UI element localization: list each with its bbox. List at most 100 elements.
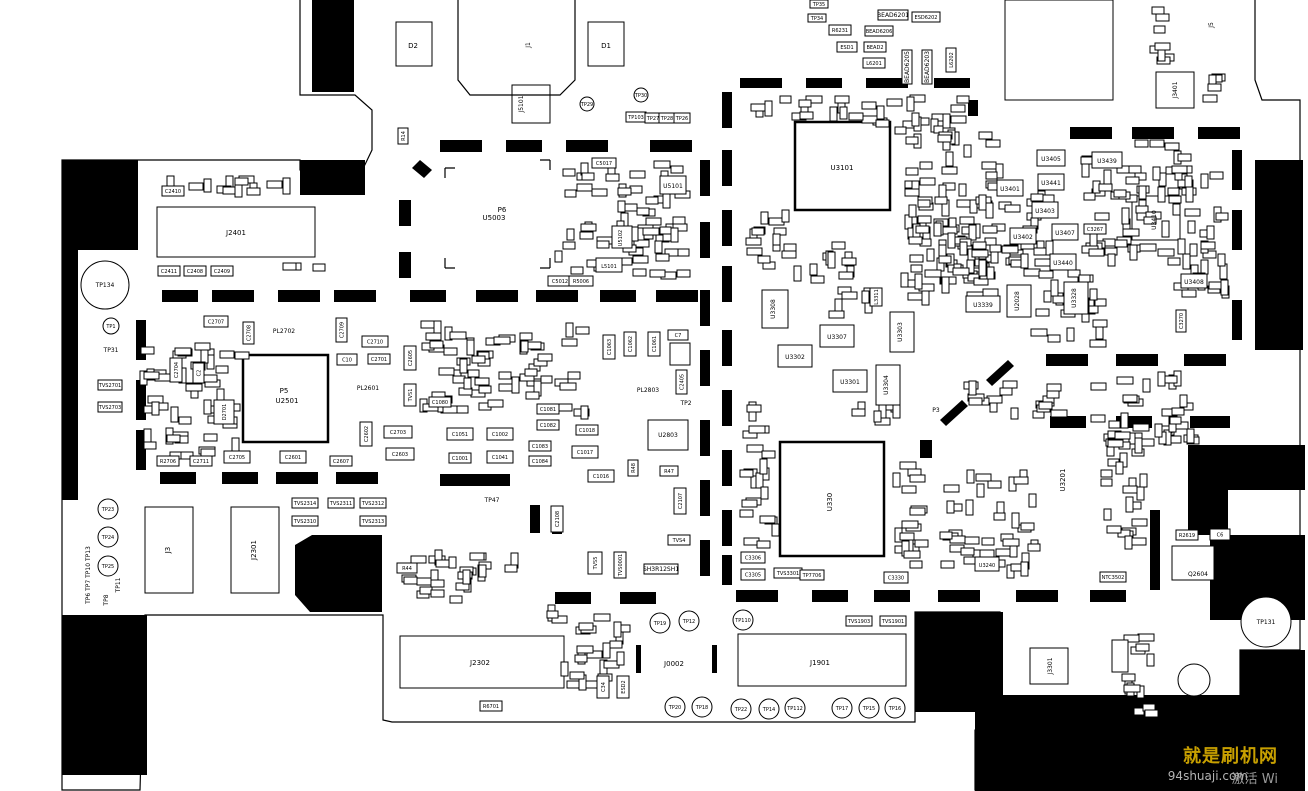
j3301-label: J3301 <box>1047 657 1054 675</box>
j1901-label: J1901 <box>809 659 830 667</box>
u2803-label: U2803 <box>658 432 678 439</box>
bead6205-label: BEAD6205 <box>904 51 911 83</box>
tvs2701-label: TVS2701 <box>98 383 121 389</box>
c1080-label: C1080 <box>432 400 448 406</box>
u5101-label: U5101 <box>663 183 683 190</box>
tp8-label: TP8 <box>103 594 110 606</box>
c2-component: C2 <box>192 362 205 384</box>
tp15-label: TP15 <box>862 706 875 712</box>
c1002-component: C1002 <box>486 427 514 441</box>
esd1-component: ESD1 <box>836 41 858 53</box>
u3410-label: U3410 <box>1151 210 1158 230</box>
c2607-label: C2607 <box>333 459 349 465</box>
r5006-component: R5006 <box>568 275 594 287</box>
tvs2313-component: TVS2313 <box>359 515 387 527</box>
r6231-component: R6231 <box>828 24 852 36</box>
u330-chip <box>778 440 886 558</box>
u3302-label: U3302 <box>785 354 805 361</box>
c2703-label: C2703 <box>390 430 406 436</box>
p3-label: P3 <box>932 407 940 414</box>
u3408-label: U3408 <box>1184 279 1204 286</box>
tvs2703-label: TVS2703 <box>98 405 121 411</box>
tvs1903-label: TVS1903 <box>847 619 870 625</box>
tvs2311-component: TVS2311 <box>327 497 355 509</box>
d2701-label: D2701 <box>222 404 228 421</box>
u3101-chip <box>793 120 892 212</box>
u330-label: U330 <box>826 493 834 511</box>
tp134-label: TP134 <box>95 282 115 289</box>
tvs1903-component: TVS1903 <box>845 615 873 627</box>
ntc3502-label: NTC3502 <box>1102 575 1125 581</box>
c3270-label: C3270 <box>1179 313 1185 329</box>
u3240-label: U3240 <box>979 563 995 569</box>
u3339-label: U3339 <box>973 302 993 309</box>
tvs1901-component: TVS1901 <box>879 615 907 627</box>
c2107-component: C2107 <box>673 487 687 515</box>
c1061-label: C1061 <box>652 336 658 352</box>
watermark-sub: 激活 Wi <box>1231 772 1278 787</box>
r2619-component: R2619 <box>1175 529 1199 541</box>
tp110-label: TP110 <box>734 618 751 624</box>
bead6206-component: BEAD6206 <box>864 25 894 37</box>
tvs3301-label: TVS3301 <box>776 571 799 577</box>
tvs0001-component: TVS0001 <box>613 551 627 579</box>
u3401-label: U3401 <box>1000 186 1020 193</box>
c2605-label: C2605 <box>408 350 414 366</box>
tp14-label: TP14 <box>762 707 775 713</box>
boxed-ic-labels: U3307 U3301 U3302 U3303 U3304 U3308 U333… <box>595 149 1208 673</box>
c2707-label: C2707 <box>208 320 224 326</box>
u3308-label: U3308 <box>770 299 777 319</box>
esd6202-label: ESD6202 <box>915 15 938 21</box>
c6-component: C6 <box>1209 528 1231 541</box>
j5101-label: J5101 <box>518 95 525 113</box>
tvs2310-label: TVS2310 <box>293 519 316 525</box>
main-ics <box>241 120 1215 581</box>
c2108-component: C2108 <box>550 505 564 533</box>
c1041-label: C1041 <box>492 455 508 461</box>
c2411-label: C2411 <box>161 269 177 275</box>
c2108-label: C2108 <box>555 511 561 527</box>
c1001-component: C1001 <box>448 452 472 464</box>
pl2702-label: PL2702 <box>273 328 295 335</box>
c1084-component: C1084 <box>528 455 552 467</box>
watermark-url: 94shuaji.com <box>1167 769 1248 783</box>
watermark: 就是刷机网 激活 Wi <box>1183 742 1278 787</box>
l6201-component: L6201 <box>862 57 886 69</box>
tvs1-label: TVS1 <box>408 389 414 403</box>
u3301-label: U3301 <box>840 379 860 386</box>
tp28-label: TP28 <box>660 116 673 122</box>
c2708-label: C2708 <box>247 325 253 341</box>
c2704-component: C2704 <box>169 357 183 383</box>
c1018-label: C1018 <box>579 428 595 434</box>
tp27-label: TP27 <box>646 116 659 122</box>
c3305-label: C3305 <box>745 573 761 579</box>
u5003-label: U5003 <box>483 214 506 222</box>
j2302-label: J2302 <box>469 659 490 667</box>
c7-label: C7 <box>675 333 682 339</box>
c2408-label: C2408 <box>187 269 203 275</box>
ntc3502-component: NTC3502 <box>1099 571 1127 583</box>
r47-component: R47 <box>659 465 679 477</box>
c6-label: C6 <box>1217 533 1224 539</box>
l5101-label: L5101 <box>601 264 617 270</box>
c2701-component: C2701 <box>367 353 391 365</box>
c2703-component: C2703 <box>383 425 413 439</box>
u3402-label: U3402 <box>1013 234 1033 241</box>
c2603-component: C2603 <box>385 447 415 461</box>
esd6202-component: ESD6202 <box>911 11 941 23</box>
u3307-label: U3307 <box>827 334 847 341</box>
c2603-label: C2603 <box>392 452 408 458</box>
tp26-label: TP26 <box>675 116 688 122</box>
tp20-label: TP20 <box>668 705 681 711</box>
c5017-component: C5017 <box>591 157 617 169</box>
j3401-label: J3401 <box>1172 81 1179 99</box>
j1-label: J1 <box>525 42 532 49</box>
c2711-label: C2711 <box>193 459 209 465</box>
l3311-component: L3311 <box>869 287 883 307</box>
tvs0001-label: TVS0001 <box>618 554 624 577</box>
c1082-label: C1082 <box>540 423 556 429</box>
c2706-label: R2706 <box>160 459 176 465</box>
r14-label: R14 <box>401 131 407 141</box>
c1083-component: C1083 <box>528 440 552 452</box>
